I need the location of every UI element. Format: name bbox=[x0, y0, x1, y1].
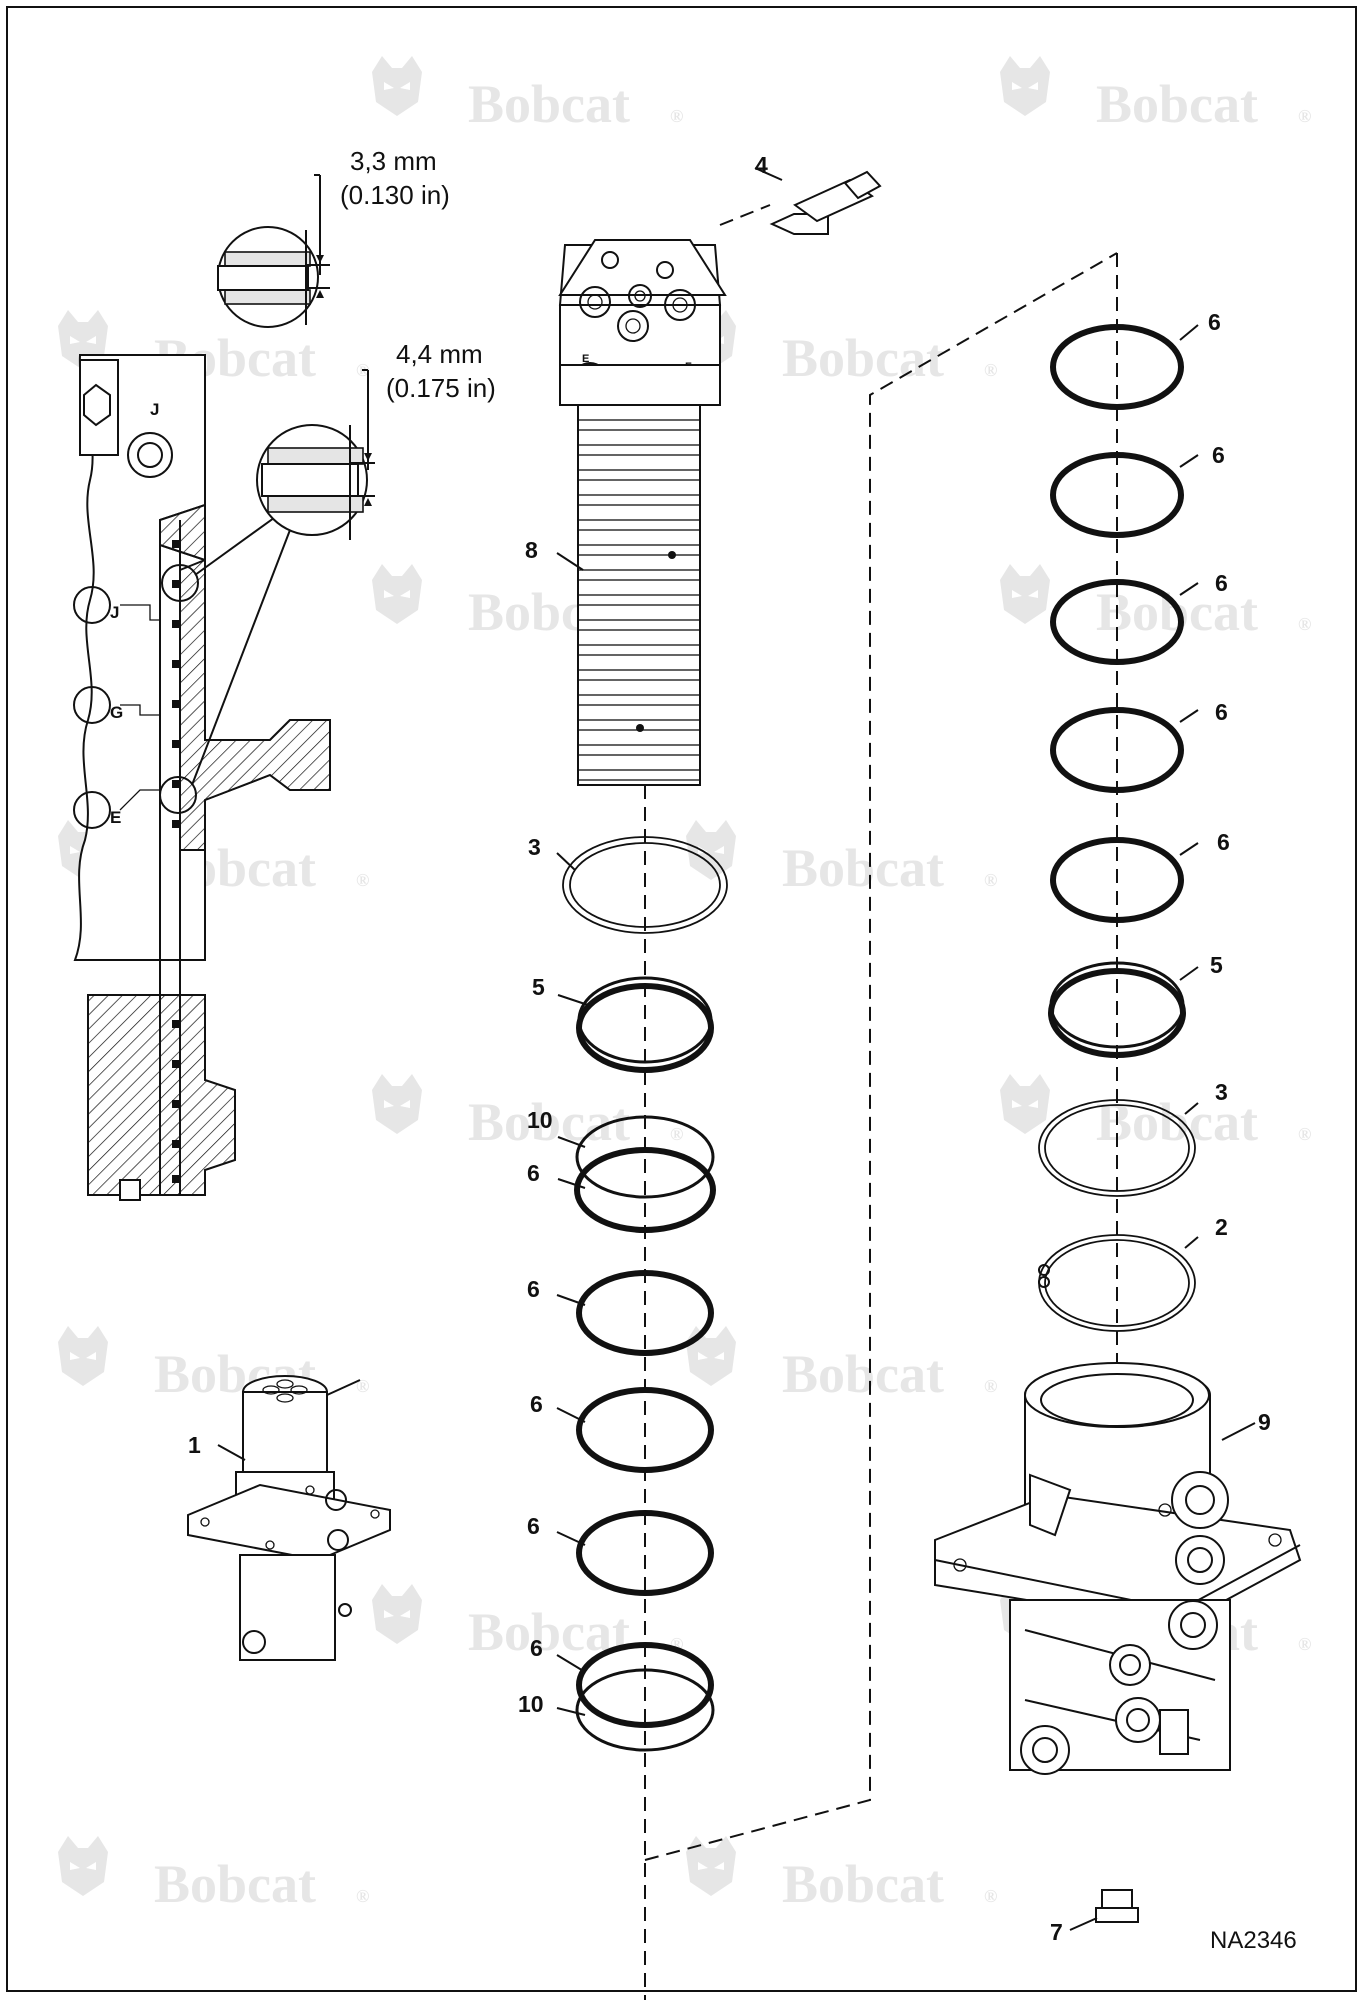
port-label-j: J bbox=[110, 603, 119, 622]
callout-9: 9 bbox=[1258, 1409, 1271, 1435]
callout-10-top: 10 bbox=[527, 1107, 553, 1133]
callout-6-left-4: 6 bbox=[527, 1513, 540, 1539]
callout-6-right-2: 6 bbox=[1212, 442, 1225, 468]
dim-lower-imperial: (0.175 in) bbox=[386, 373, 496, 403]
port-j-upper bbox=[127, 432, 173, 478]
swivel-housing-9 bbox=[934, 1362, 1302, 1775]
watermark-12: Bobcat ® bbox=[686, 1326, 997, 1404]
callout-6-right-3: 6 bbox=[1215, 570, 1228, 596]
svg-text:Bobcat: Bobcat bbox=[782, 1344, 944, 1404]
right-rings bbox=[1038, 324, 1196, 1332]
svg-text:Bobcat: Bobcat bbox=[782, 1854, 944, 1914]
spool-grooves bbox=[577, 419, 701, 781]
svg-text:Bobcat: Bobcat bbox=[468, 74, 630, 134]
svg-text:Bobcat: Bobcat bbox=[468, 1092, 630, 1152]
svg-text:®: ® bbox=[1298, 1124, 1311, 1144]
callout-6-left-1: 6 bbox=[527, 1160, 540, 1186]
watermark-8: Bobcat ® bbox=[686, 820, 997, 898]
svg-text:®: ® bbox=[984, 870, 997, 890]
svg-text:®: ® bbox=[984, 1886, 997, 1906]
detail-marker-upper bbox=[161, 564, 199, 602]
callout-labels: 4 8 3 5 10 6 6 6 6 6 10 6 6 6 6 6 5 3 2 … bbox=[188, 152, 1271, 1945]
svg-text:®: ® bbox=[356, 1886, 369, 1906]
svg-text:®: ® bbox=[670, 1124, 683, 1144]
callout-6-right-5: 6 bbox=[1217, 829, 1230, 855]
detail-view-upper: 3,3 mm (0.130 in) bbox=[217, 146, 450, 328]
svg-text:Bobcat: Bobcat bbox=[154, 1854, 316, 1914]
callout-7: 7 bbox=[1050, 1919, 1063, 1945]
dim-upper-imperial: (0.130 in) bbox=[340, 180, 450, 210]
drawing-code: NA2346 bbox=[1210, 1927, 1297, 1954]
dim-upper-metric: 3,3 mm bbox=[350, 146, 437, 176]
port-g bbox=[73, 686, 111, 724]
section-hatch-bottom bbox=[87, 994, 236, 1196]
callout-6-right-4: 6 bbox=[1215, 699, 1228, 725]
svg-text:®: ® bbox=[984, 1376, 997, 1396]
plug-7 bbox=[1069, 1889, 1139, 1931]
callout-10-bottom: 10 bbox=[518, 1691, 544, 1717]
callout-1: 1 bbox=[188, 1432, 201, 1458]
seal-grooves bbox=[172, 540, 180, 1183]
svg-text:Bobcat: Bobcat bbox=[1096, 74, 1258, 134]
swivel-cross-section: J J G E bbox=[73, 354, 331, 1201]
callout-2: 2 bbox=[1215, 1214, 1228, 1240]
callout-3-left: 3 bbox=[528, 834, 541, 860]
callout-6-left-2: 6 bbox=[527, 1276, 540, 1302]
fitting-4 bbox=[754, 167, 882, 235]
svg-text:®: ® bbox=[1298, 106, 1311, 126]
callout-5-left: 5 bbox=[532, 974, 545, 1000]
callout-4: 4 bbox=[755, 152, 768, 178]
watermark-4: Bobcat ® bbox=[686, 310, 997, 388]
port-label-j-upper: J bbox=[150, 400, 159, 419]
watermark-2: Bobcat ® bbox=[1000, 56, 1311, 134]
callout-5-right: 5 bbox=[1210, 952, 1223, 978]
watermark-1: Bobcat ® bbox=[372, 56, 683, 134]
svg-text:Bobcat: Bobcat bbox=[782, 838, 944, 898]
detail-view-lower: 4,4 mm (0.175 in) bbox=[256, 339, 496, 540]
watermark-16: Bobcat ® bbox=[686, 1836, 997, 1914]
watermark-9: Bobcat ® bbox=[372, 1074, 683, 1152]
watermark-15: Bobcat ® bbox=[58, 1836, 369, 1914]
swivel-assembly-small bbox=[187, 1375, 391, 1661]
svg-text:®: ® bbox=[670, 106, 683, 126]
callout-3-right: 3 bbox=[1215, 1079, 1228, 1105]
spool-8: E F bbox=[558, 239, 727, 786]
svg-text:®: ® bbox=[1298, 1634, 1311, 1654]
callout-6-left-3: 6 bbox=[530, 1391, 543, 1417]
axis-connector bbox=[644, 252, 1118, 1861]
svg-text:®: ® bbox=[1298, 614, 1311, 634]
watermark-10: Bobcat ® bbox=[1000, 1074, 1311, 1152]
axis-fitting bbox=[719, 204, 771, 226]
drawing-frame bbox=[6, 6, 1357, 1992]
svg-text:®: ® bbox=[356, 1376, 369, 1396]
port-e bbox=[73, 791, 111, 829]
detail-marker-lower bbox=[159, 776, 197, 814]
callout-6-right-1: 6 bbox=[1208, 309, 1221, 335]
svg-text:Bobcat: Bobcat bbox=[782, 328, 944, 388]
section-hatch-flange bbox=[179, 558, 331, 851]
callout-8: 8 bbox=[525, 537, 538, 563]
hex-plug bbox=[83, 383, 111, 427]
center-rings bbox=[562, 836, 728, 1752]
svg-text:E: E bbox=[582, 353, 589, 365]
port-label-g: G bbox=[110, 703, 123, 722]
svg-text:®: ® bbox=[984, 360, 997, 380]
dim-lower-metric: 4,4 mm bbox=[396, 339, 483, 369]
port-label-e: E bbox=[110, 808, 121, 827]
watermark-6: Bobcat ® bbox=[1000, 564, 1311, 642]
svg-text:Bobcat: Bobcat bbox=[1096, 1092, 1258, 1152]
leader-lines bbox=[556, 324, 1199, 1716]
callout-6-left-5: 6 bbox=[530, 1635, 543, 1661]
svg-text:®: ® bbox=[356, 870, 369, 890]
port-j bbox=[73, 586, 111, 624]
